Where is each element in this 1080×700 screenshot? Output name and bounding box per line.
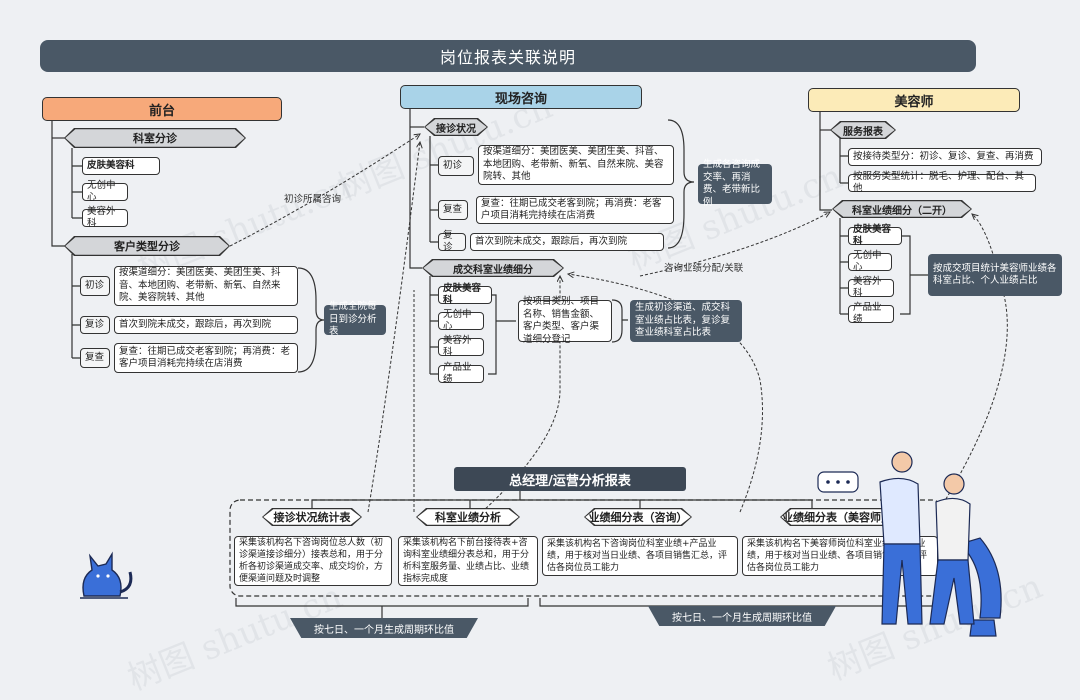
dept-triage-tag: 科室分诊 bbox=[64, 128, 246, 148]
report-tag: 接诊状况统计表 bbox=[262, 508, 362, 526]
report-label: 业绩细分表（美容师） bbox=[782, 511, 892, 524]
consult-perf-tag: 成交科室业绩细分 bbox=[422, 259, 564, 277]
cycle-note-right: 按七日、一个月生成周期环比值 bbox=[648, 606, 836, 626]
report-tag: 科室业绩分析 bbox=[416, 508, 520, 526]
consult-status-label: 接诊状况 bbox=[425, 119, 486, 134]
report-text: 采集该机构名下咨询岗位科室业绩+产品业绩，用于核对当日业绩、各项目销售汇总，评估… bbox=[542, 536, 738, 576]
front-row-tag: 初诊 bbox=[80, 276, 110, 296]
page-title: 岗位报表关联说明 bbox=[40, 40, 976, 72]
consult-row-tag: 初诊 bbox=[438, 156, 474, 176]
consult-row-text: 复查：往期已成交老客到院；再消费：老客户项目消耗完持续在店消费 bbox=[476, 196, 674, 224]
front-row-tag: 复查 bbox=[80, 348, 110, 368]
front-link-label: 初诊所属咨询 bbox=[284, 194, 342, 205]
consult-perf-label: 成交科室业绩细分 bbox=[423, 260, 562, 275]
consult-perf-item: 无创中心 bbox=[438, 309, 484, 332]
consult-perf-desc: 按项目类别、项目名称、销售金额、客户类型、客户渠道细分登记 bbox=[518, 296, 612, 345]
consult-perf-item: 美容外科 bbox=[438, 335, 484, 358]
consult-row-text: 按渠道细分：美团医美、美团生美、抖音、本地团购、老带新、新氧、自然来院、美容院转… bbox=[478, 145, 674, 185]
consult-perf-item: 皮肤美容科 bbox=[438, 283, 492, 306]
beauty-perf-item: 美容外科 bbox=[848, 276, 894, 299]
front-summary-note: 生成全院每日到诊分析表 bbox=[324, 301, 386, 337]
people-illustration bbox=[817, 451, 1002, 637]
front-row-tag: 复诊 bbox=[80, 316, 110, 334]
cycle-note-left: 按七日、一个月生成周期环比值 bbox=[290, 618, 478, 638]
customer-type-tag: 客户类型分诊 bbox=[64, 236, 230, 256]
front-dept-item: 无创中心 bbox=[82, 180, 128, 203]
consult-perf-item: 产品业绩 bbox=[438, 362, 484, 385]
consult-link-label: 咨询业绩分配/关联 bbox=[664, 263, 744, 274]
consult-row-text: 首次到院未成交，跟踪后，再次到院 bbox=[470, 233, 664, 251]
consult-perf-note: 生成初诊渠道、成交科室业绩占比表，复诊复查业绩科室占比表 bbox=[630, 300, 742, 342]
cat-illustration bbox=[80, 551, 133, 599]
report-text: 采集该机构名下咨询岗位总人数（初诊渠道接诊细分）接表总和，用于分析各初诊渠道成交… bbox=[234, 536, 392, 586]
beauty-service-tag: 服务报表 bbox=[830, 121, 896, 139]
beauty-perf-label: 科室业绩细分（二开） bbox=[833, 201, 970, 216]
front-row-text: 按渠道细分：美团医美、美团生美、抖音、本地团购、老带新、新氧、自然来院、美容院转… bbox=[114, 266, 298, 306]
report-tag: 业绩细分表（咨询） bbox=[584, 508, 692, 526]
report-tag: 业绩细分表（美容师） bbox=[780, 508, 894, 526]
customer-type-label: 客户类型分诊 bbox=[65, 237, 228, 254]
front-dept-item: 美容外科 bbox=[82, 206, 128, 229]
beauty-service-row: 按接待类型分：初诊、复诊、复查、再消费 bbox=[848, 148, 1042, 166]
beauty-perf-item: 皮肤美容科 bbox=[848, 224, 902, 247]
report-text: 采集该机构名下前台接待表+咨询科室业绩细分表总和，用于分析科室服务量、业绩占比、… bbox=[398, 536, 538, 586]
front-row-text: 复查：往期已成交老客到院；再消费：老客户项目消耗完持续在店消费 bbox=[114, 343, 298, 373]
report-label: 业绩细分表（咨询） bbox=[585, 509, 690, 524]
front-header: 前台 bbox=[42, 97, 282, 121]
beauty-perf-note: 按成交项目统计美容师业绩各科室占比、个人业绩占比 bbox=[928, 254, 1062, 296]
dept-triage-label: 科室分诊 bbox=[65, 129, 244, 146]
beauty-service-row: 按服务类型统计：脱毛、护理、配台、其他 bbox=[848, 171, 1036, 194]
beauty-service-label: 服务报表 bbox=[831, 122, 894, 137]
consult-row-tag: 复查 bbox=[438, 200, 468, 220]
beauty-perf-tag: 科室业绩细分（二开） bbox=[832, 200, 972, 218]
beauty-perf-item: 无创中心 bbox=[848, 250, 892, 273]
consult-row-tag: 复诊 bbox=[438, 230, 466, 253]
beauty-header: 美容师 bbox=[808, 88, 1020, 112]
front-row-text: 首次到院未成交，跟踪后，再次到院 bbox=[114, 316, 298, 334]
consult-status-tag: 接诊状况 bbox=[424, 118, 488, 136]
consult-status-note: 生成各咨询成交率、再消费、老带新比例 bbox=[698, 159, 772, 208]
beauty-perf-item: 产品业绩 bbox=[848, 302, 894, 325]
report-label: 接诊状况统计表 bbox=[263, 509, 360, 524]
report-label: 科室业绩分析 bbox=[417, 509, 518, 524]
consult-header: 现场咨询 bbox=[400, 85, 642, 109]
front-dept-item: 皮肤美容科 bbox=[82, 157, 160, 175]
manager-header: 总经理/运营分析报表 bbox=[454, 467, 686, 491]
